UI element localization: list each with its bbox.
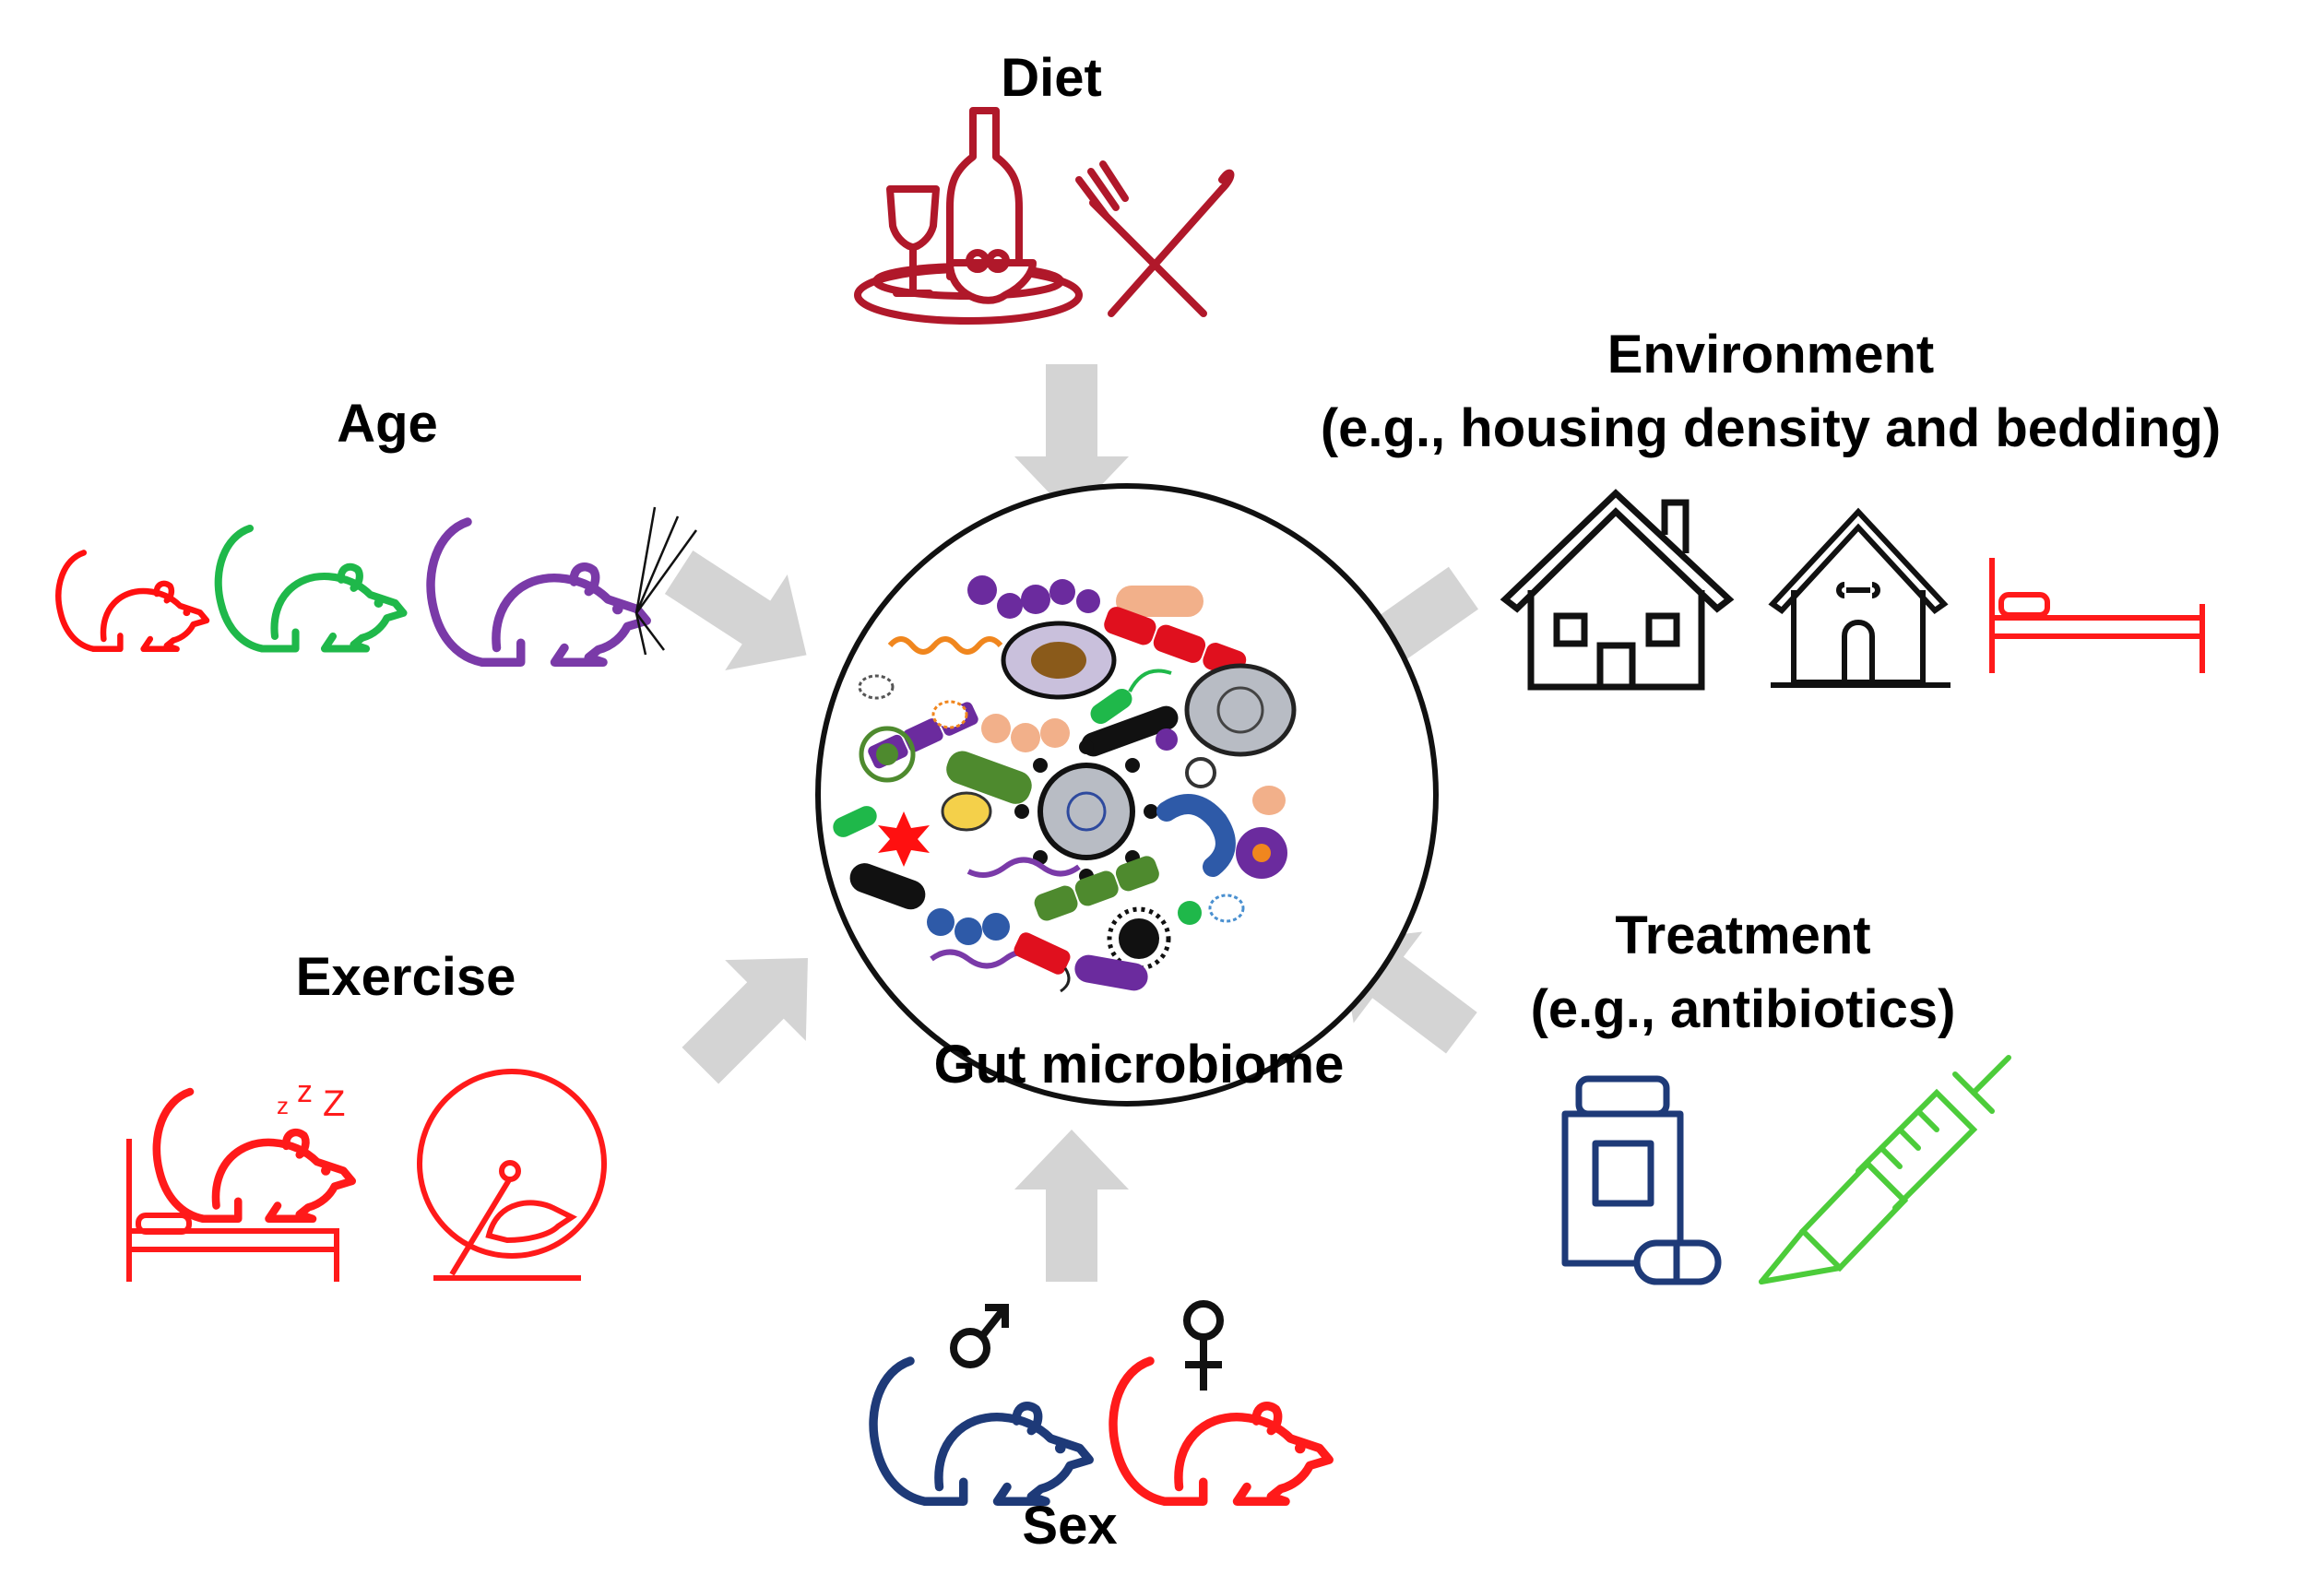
purple-spirochete-icon [966,857,1081,878]
house-icon [1500,489,1735,691]
exercise-bed-icon [126,1139,339,1282]
red-flagellate-icon [1014,932,1071,993]
gut-microbiome-label: Gut microbiome [933,1035,1345,1095]
treatment-sublabel: (e.g., antibiotics) [1530,979,1956,1039]
green-virus-icon [859,726,916,783]
zzz-icon: z [277,1092,289,1119]
peach-rod-icon [1116,586,1204,617]
male-mouse-icon [873,1361,1089,1501]
pill-bottle-icon [1561,1075,1684,1267]
bed-icon [1989,558,2205,673]
adult-mouse-icon [219,528,404,649]
svg-text:Z: Z [323,1083,345,1124]
red-star-icon [878,811,930,867]
male-symbol-icon [950,1304,1009,1368]
fork-knife-icon [1075,160,1235,317]
dog-house-icon [1768,507,1951,688]
diet-icons [854,107,1235,325]
syringe-icon [1759,1055,2011,1284]
svg-text:z: z [297,1074,313,1109]
grey-virus-icon [1184,663,1297,757]
outline-bacterium-icon [858,674,895,700]
old-mouse-icon [431,522,646,662]
whiskers-icon [634,506,698,656]
orange-spirochete-icon [887,636,1003,655]
peach-cocci-icon [981,714,1070,752]
arrow-age [647,524,838,704]
female-symbol-icon [1183,1300,1224,1391]
star-virus-icon [1185,757,1216,788]
exercise-label: Exercise [295,947,516,1007]
female-mouse-icon [1113,1361,1329,1501]
purple-cocci-icon [967,575,1100,619]
blue-cocci-icon [927,908,1010,945]
olive-rod-icon [946,751,1032,804]
environment-sublabel: (e.g., housing density and bedding) [1320,398,2222,458]
blue-vibrio-icon [1156,794,1236,877]
sex-label: Sex [1022,1496,1118,1556]
arrow-exercise [659,917,848,1107]
purple-virus-icon [1236,827,1287,879]
black-spiky-virus-icon [1107,906,1171,971]
environment-label: Environment [1607,325,1935,385]
hamster-wheel-icon [417,1069,607,1281]
green-rod-chain-icon [1034,856,1159,921]
treatment-label: Treatment [1615,905,1871,965]
diet-label: Diet [1001,48,1102,108]
young-mouse-icon [58,552,207,648]
gut-microbiome-circle [815,483,1439,1107]
central-virus-icon [1014,740,1158,883]
age-label: Age [337,394,438,454]
green-flagellate-icon [1090,669,1172,725]
yellow-coccus-icon [941,791,992,832]
wine-glass-icon [886,185,940,297]
pill-icon [1633,1239,1722,1285]
arrow-sex [1014,1130,1129,1282]
black-rod-icon [1081,705,1179,757]
protist-icon [1001,621,1117,700]
